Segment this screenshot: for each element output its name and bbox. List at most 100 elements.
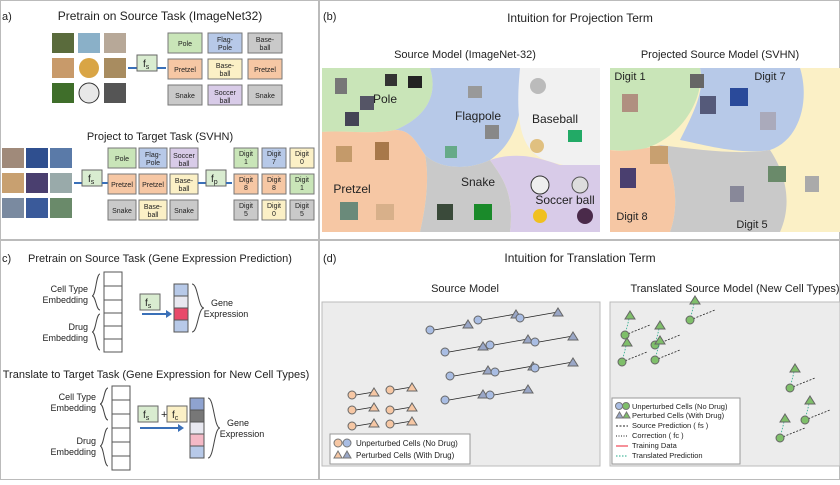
thumb-pole (52, 33, 74, 53)
region-soccer (490, 155, 600, 232)
tgt-class-cell (107, 173, 137, 195)
d-arrow (493, 338, 529, 346)
tgt-class-label: Base-ball (144, 204, 163, 219)
d-translated-cell (621, 337, 633, 347)
panel-a-label: a) (2, 11, 12, 23)
d-perturbed-cell (567, 357, 579, 367)
d-new-cell (620, 330, 630, 340)
arrowhead-c1 (166, 310, 172, 318)
proj-img4 (730, 88, 748, 106)
d-left-title: Source Model (431, 283, 499, 295)
src-class-cell (247, 58, 283, 80)
proj-img1 (622, 94, 638, 112)
thumb-baseball (104, 33, 126, 53)
img-b9 (530, 78, 546, 94)
d-translated-cell (654, 335, 666, 345)
source-class-grid: PoleFlag-PoleBase-ballPretzelBase-ballPr… (167, 32, 283, 106)
fs-label-a2: fs (88, 174, 95, 186)
img-b1 (335, 78, 347, 94)
img-b18 (530, 175, 550, 195)
img-b3 (385, 74, 397, 86)
digit-cell (233, 199, 259, 221)
d-perturbed-cell (522, 334, 534, 344)
d-left-points (347, 307, 579, 431)
img-b13 (375, 142, 389, 160)
d-perturbed-cell (368, 418, 380, 428)
src-class-label: Base-ball (256, 37, 275, 52)
d-arrow (498, 365, 534, 373)
img-b7 (485, 125, 499, 139)
tgt-class-cell (169, 147, 199, 169)
region-label-baseball: Baseball (532, 112, 578, 126)
gene2-d (189, 433, 205, 447)
tgt-class-cell (138, 147, 168, 169)
d-arrow (481, 313, 517, 321)
img-b15 (376, 204, 394, 220)
rlegend-correction: Correction ( fc ) (632, 431, 684, 440)
d-translated-cell (804, 395, 816, 405)
gene2-c (189, 421, 205, 435)
panel-b: (b) Intuition for Projection Term Source… (322, 11, 840, 232)
d-unperturbed-cell (385, 385, 395, 395)
img-b21 (577, 208, 593, 224)
d-translated-cell (654, 320, 666, 330)
panel-d-title: Intuition for Translation Term (504, 251, 655, 265)
svhn-5b (50, 198, 72, 218)
fs-box-a2 (81, 169, 103, 187)
project-title: Project to Target Task (SVHN) (87, 131, 233, 143)
source-region-map: Pole Flagpole Baseball Pretzel Snake Soc… (322, 68, 600, 232)
d-unperturbed-cell (347, 405, 357, 415)
proj-label-digit7: Digit 7 (754, 71, 785, 83)
panel-a: a) Pretrain on Source Task (ImageNet32) … (2, 9, 315, 221)
d-arrow (453, 369, 489, 377)
legend-tri-orange (333, 449, 343, 459)
svhn-5 (2, 198, 24, 218)
fc-box (166, 405, 188, 423)
projected-model-title: Projected Source Model (SVHN) (641, 49, 799, 61)
tgt-class-label: Pole (115, 156, 129, 163)
digit-cell (233, 147, 259, 169)
d-right-legend-box (611, 397, 741, 465)
rlegend-translated: Translated Prediction (632, 451, 703, 460)
img-b4 (408, 76, 422, 88)
digit-cell (233, 173, 259, 195)
legend-circle-orange (333, 438, 343, 448)
tgt-class-label: Flag-Pole (145, 152, 162, 167)
proj-img2 (690, 74, 704, 88)
src-class-label: Flag-Pole (217, 37, 234, 52)
img-b20 (533, 209, 547, 223)
panel-a-title: Pretrain on Source Task (ImageNet32) (58, 9, 263, 23)
thumb-flagpole (78, 33, 100, 53)
rlegend-circle (615, 402, 623, 410)
proj-digit7 (680, 68, 804, 152)
thumb-soccer (78, 82, 100, 104)
d-perturbed-cell (477, 389, 489, 399)
d-unperturbed-cell (473, 315, 483, 325)
panel-c-title: Pretrain on Source Task (Gene Expression… (28, 253, 292, 265)
digit-cell (261, 147, 287, 169)
gene1-a (173, 283, 189, 297)
fs-label-c2: fs (143, 410, 150, 422)
proj-img9 (768, 166, 786, 182)
d-arrow (448, 393, 484, 401)
rlegend-training: Training Data (632, 441, 678, 450)
plus-sign: + (161, 409, 167, 421)
gene-expression-2 (189, 397, 205, 459)
src-class-cell (207, 84, 243, 106)
legend-circle-blue (342, 438, 352, 448)
d-unperturbed-cell (445, 371, 455, 381)
brace-gene-1 (191, 283, 205, 333)
img-b17 (474, 204, 492, 220)
d-unperturbed-cell (385, 405, 395, 415)
src-class-label: Base-ball (216, 63, 235, 78)
d-arrow (523, 311, 559, 319)
d-arrow (448, 345, 484, 353)
